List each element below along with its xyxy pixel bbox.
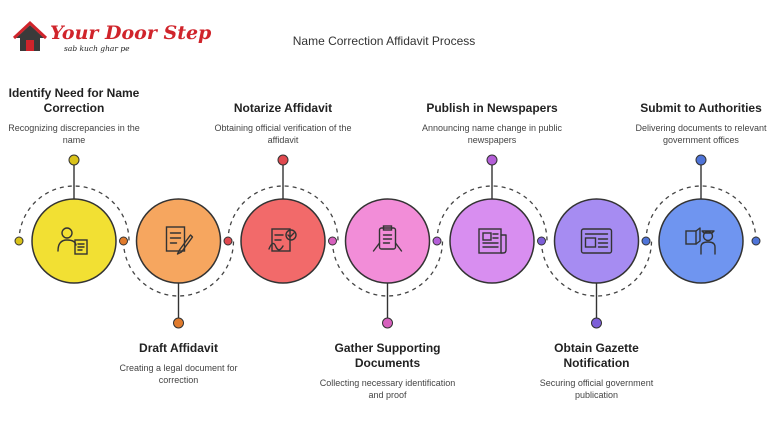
junction-dot: [751, 236, 761, 246]
connector-arc: [18, 185, 130, 242]
document-pen-icon: [165, 226, 194, 255]
junction-dot: [14, 236, 24, 246]
connector-arc: [227, 185, 339, 242]
step-marker: [277, 154, 289, 166]
page-title: Name Correction Affidavit Process: [292, 34, 476, 48]
step-marker: [173, 317, 184, 329]
step-circle: [344, 198, 431, 284]
junction-dot: [328, 236, 337, 246]
step-title: Gather Supporting Documents: [334, 341, 441, 370]
connector-arc: [331, 240, 444, 297]
step-circle: [553, 198, 640, 284]
step-title: Identify Need for Name Correction: [8, 86, 140, 115]
step-description: Recognizing discrepancies in the name: [8, 123, 140, 145]
connector-arcs: [18, 185, 757, 297]
step-description: Delivering documents to relevant governm…: [635, 123, 767, 145]
junction-dot: [641, 236, 651, 246]
step-circle: [240, 198, 326, 284]
newspaper-icon: [478, 228, 507, 254]
junction-dot: [119, 236, 128, 246]
step-title: Submit to Authorities: [640, 101, 762, 115]
step-description: Collecting necessary identification and …: [319, 378, 456, 400]
person-document-icon: [57, 227, 88, 255]
step-title: Draft Affidavit: [139, 341, 218, 355]
step-description: Securing official government publication: [539, 378, 654, 400]
step-marker: [486, 154, 498, 166]
step-circles: [31, 198, 744, 284]
connector-lines: [14, 154, 761, 329]
connector-arc: [645, 185, 757, 242]
step-circle: [449, 198, 535, 284]
step-description: Creating a legal document for correction: [119, 363, 238, 385]
step-title: Publish in Newspapers: [426, 101, 558, 115]
connector-arc: [540, 240, 653, 297]
step-description: Announcing name change in public newspap…: [421, 123, 563, 145]
step-title: Obtain Gazette Notification: [554, 341, 639, 370]
junction-dot: [432, 236, 442, 246]
junction-dot: [537, 236, 546, 246]
step-marker: [382, 317, 393, 329]
connector-arc: [122, 240, 235, 297]
connector-arc: [436, 185, 548, 242]
step-marker: [68, 154, 80, 166]
brand-tagline: sab kuch ghar pe: [64, 44, 130, 53]
signed-document-icon: [268, 228, 297, 252]
officer-documents-icon: [685, 227, 716, 255]
step-circle: [135, 198, 222, 284]
step-title: Notarize Affidavit: [233, 101, 333, 115]
clipboard-hands-icon: [372, 225, 403, 252]
step-description: Obtaining official verification of the a…: [214, 123, 352, 145]
brand-name: Your Door Step: [50, 22, 212, 44]
step-circle: [658, 198, 744, 284]
step-marker: [695, 154, 707, 166]
step-marker: [591, 317, 602, 329]
brand-logo: Your Door Step sab kuch ghar pe: [12, 20, 211, 60]
gazette-icon: [580, 228, 613, 254]
junction-dot: [223, 236, 233, 246]
house-logo-icon: [12, 20, 48, 51]
